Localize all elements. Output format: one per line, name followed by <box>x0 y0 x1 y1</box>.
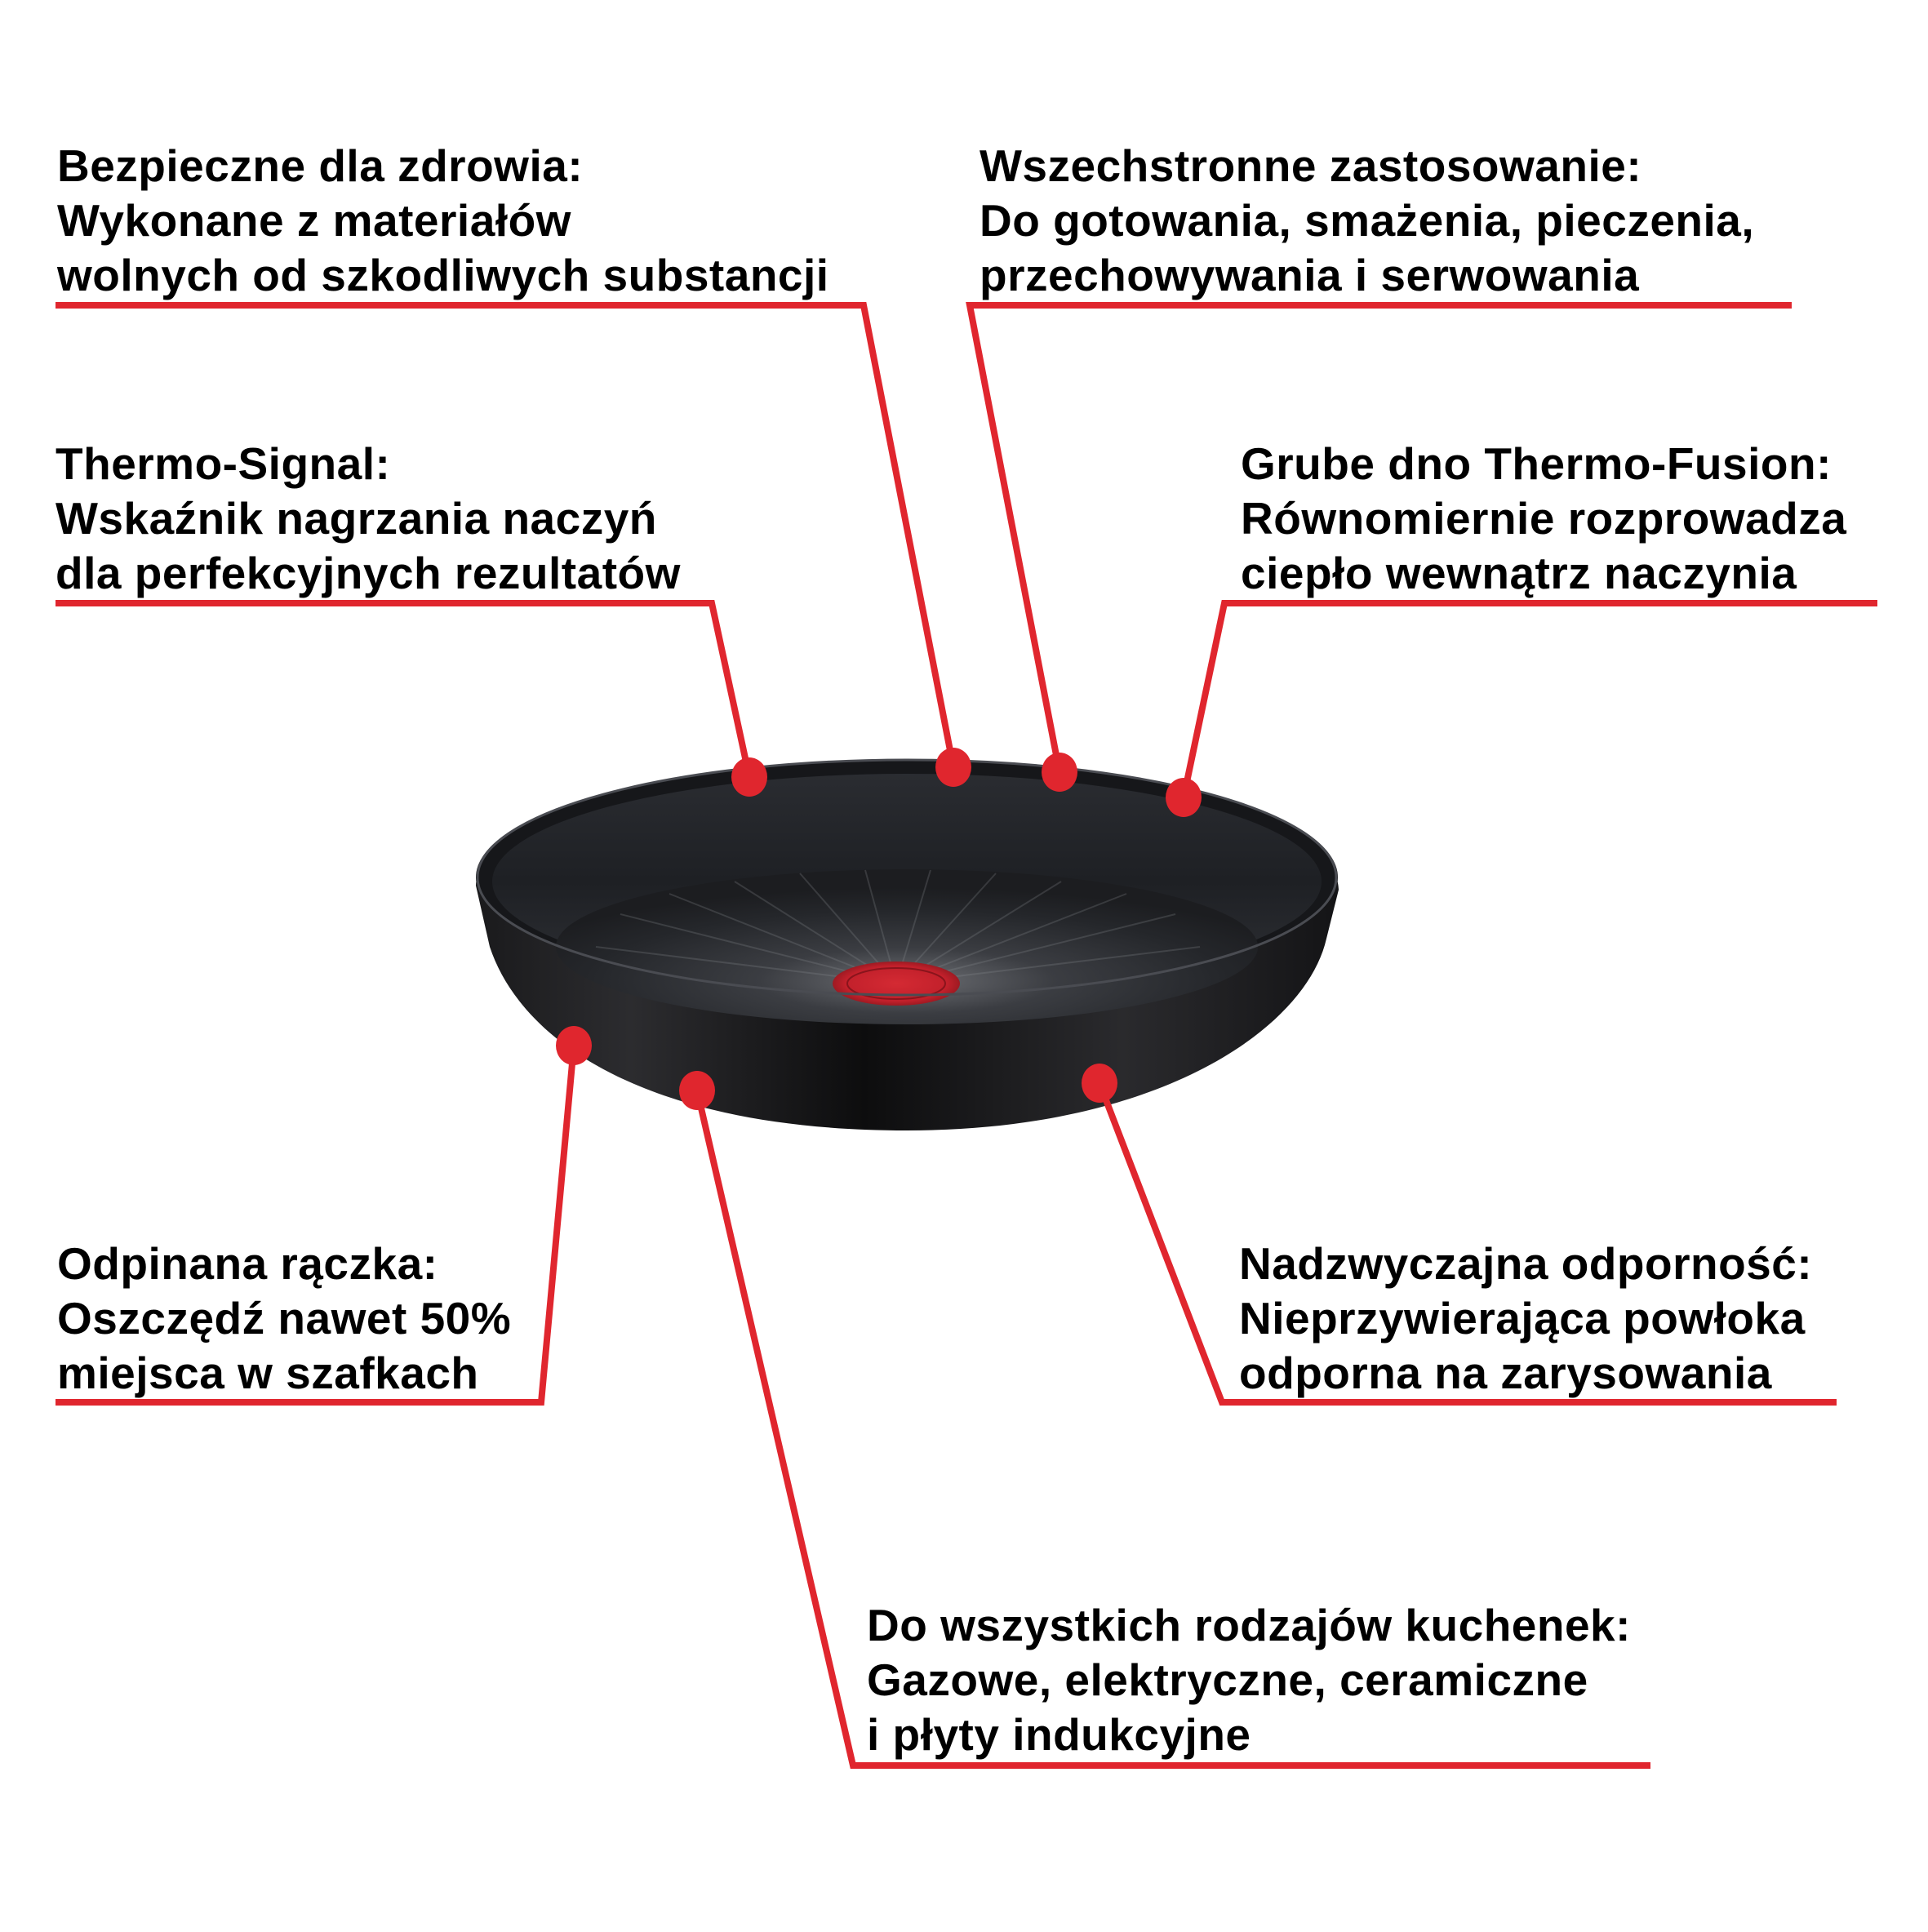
callout-dot-all-hobs <box>679 1071 715 1110</box>
callout-line-detachable-handle <box>56 1045 577 1406</box>
callout-dot-durability <box>1082 1064 1117 1103</box>
callout-line-all-hobs <box>694 1090 1650 1769</box>
feature-title: Wszechstronne zastosowanie: <box>980 140 1642 191</box>
feature-thermo-signal: Thermo-Signal: Wskaźnik nagrzania naczyń… <box>56 437 681 601</box>
callout-line-health-safe <box>56 302 957 768</box>
callout-dot-versatile <box>1042 753 1077 792</box>
feature-all-hobs: Do wszystkich rodzajów kuchenek: Gazowe,… <box>867 1598 1631 1762</box>
feature-health-safe: Bezpieczne dla zdrowia: Wykonane z mater… <box>57 139 829 303</box>
feature-description-line: wolnych od szkodliwych substancji <box>57 250 829 300</box>
feature-title: Do wszystkich rodzajów kuchenek: <box>867 1600 1631 1650</box>
feature-title: Grube dno Thermo-Fusion: <box>1241 438 1832 489</box>
feature-thermo-fusion: Grube dno Thermo-Fusion: Równomiernie ro… <box>1241 437 1846 601</box>
feature-description-line: Wykonane z materiałów <box>57 195 571 246</box>
feature-description-line: przechowywania i serwowania <box>980 250 1640 300</box>
feature-title: Bezpieczne dla zdrowia: <box>57 140 584 191</box>
callout-line-durability <box>1096 1081 1837 1406</box>
feature-description-line: i płyty indukcyjne <box>867 1709 1251 1760</box>
feature-description-line: Oszczędź nawet 50% <box>57 1293 512 1344</box>
callout-line-versatile <box>966 302 1792 773</box>
callout-dot-detachable-handle <box>556 1026 592 1065</box>
callout-line-thermo-fusion <box>1180 600 1877 798</box>
callout-dot-thermo-fusion <box>1166 778 1202 817</box>
feature-description-line: Wskaźnik nagrzania naczyń <box>56 493 657 544</box>
feature-detachable-handle: Odpinana rączka: Oszczędź nawet 50% miej… <box>57 1237 511 1401</box>
feature-description-line: dla perfekcyjnych rezultatów <box>56 548 681 598</box>
feature-title: Thermo-Signal: <box>56 438 391 489</box>
callout-dot-health-safe <box>935 748 971 787</box>
feature-description-line: miejsca w szafkach <box>57 1348 479 1398</box>
feature-description-line: odporna na zarysowania <box>1239 1348 1772 1398</box>
feature-description-line: Gazowe, elektryczne, ceramiczne <box>867 1654 1588 1705</box>
feature-versatile: Wszechstronne zastosowanie: Do gotowania… <box>980 139 1754 303</box>
callout-dot-thermo-signal <box>731 757 767 797</box>
feature-title: Odpinana rączka: <box>57 1238 438 1289</box>
feature-durability: Nadzwyczajna odporność: Nieprzywierająca… <box>1239 1237 1812 1401</box>
feature-description-line: Do gotowania, smażenia, pieczenia, <box>980 195 1755 246</box>
feature-description-line: Równomiernie rozprowadza <box>1241 493 1847 544</box>
feature-title: Nadzwyczajna odporność: <box>1239 1238 1813 1289</box>
feature-description-line: ciepło wewnątrz naczynia <box>1241 548 1797 598</box>
feature-description-line: Nieprzywierająca powłoka <box>1239 1293 1806 1344</box>
callout-line-thermo-signal <box>56 600 753 778</box>
